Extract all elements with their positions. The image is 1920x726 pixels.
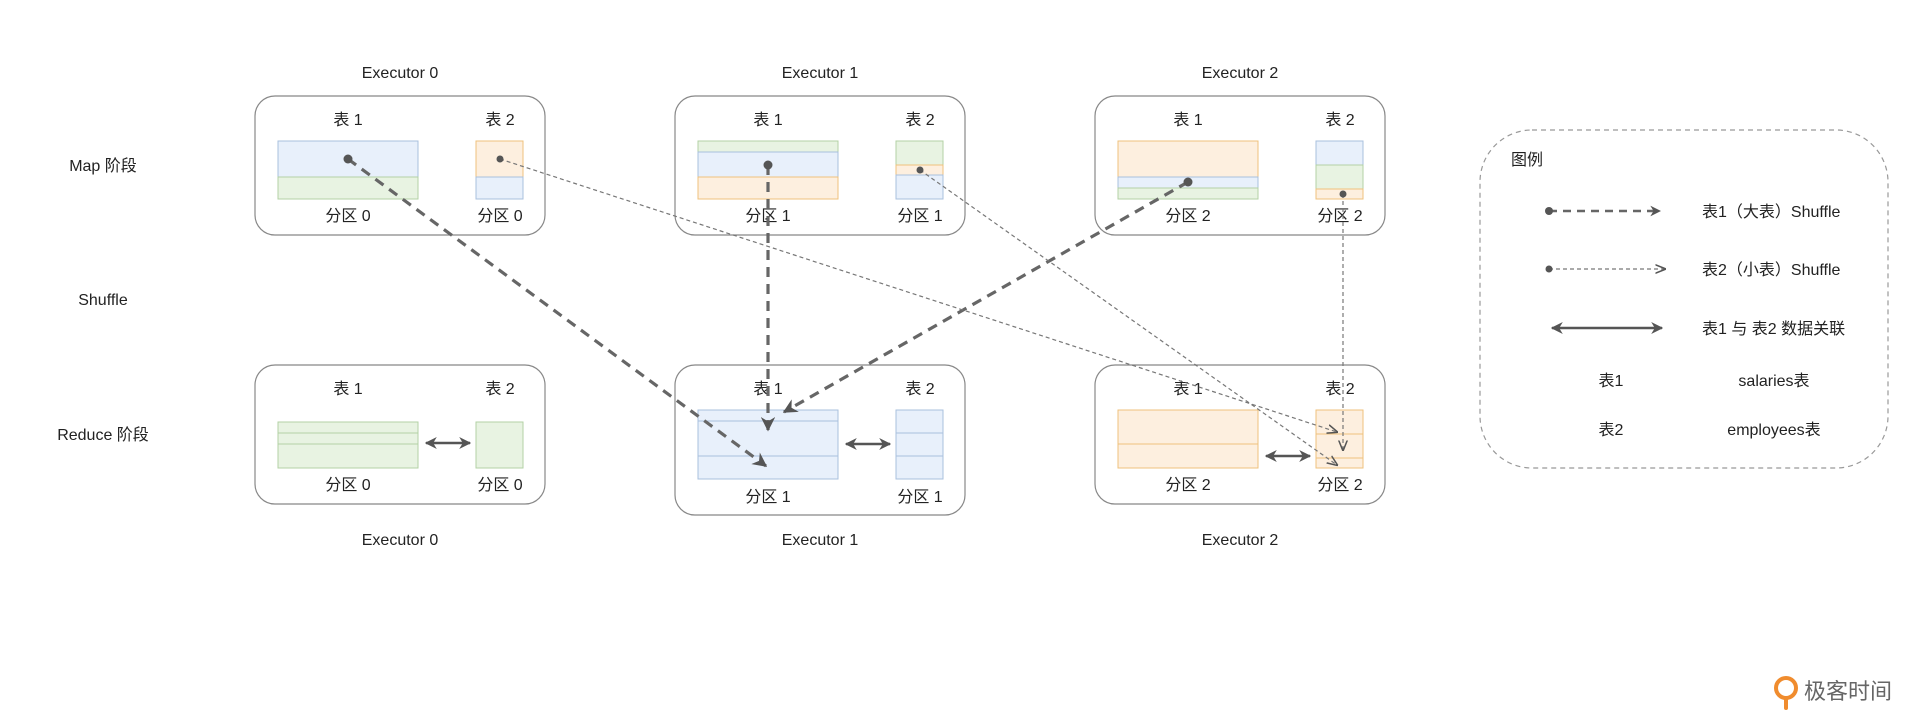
reduce-ex0-t2-partition: 分区 0	[477, 476, 522, 494]
executor-0-bottom-label: Executor 0	[362, 532, 439, 549]
reduce-executor-1-box	[674, 364, 966, 516]
legend-t1-key: 表1	[1599, 372, 1624, 390]
map-ex0-table1	[277, 140, 419, 200]
shuffle-small-arrows	[496, 155, 1347, 466]
reduce-ex1-table2	[895, 409, 944, 480]
reduce-ex2-t2-partition: 分区 2	[1317, 476, 1362, 494]
map-ex2-t1-partition: 分区 2	[1165, 207, 1210, 225]
reduce-ex2-table1	[1117, 409, 1259, 469]
reduce-executor-2-box	[1094, 364, 1386, 505]
shuffle-stage-label: Shuffle	[78, 292, 128, 309]
brand-text: 极客时间	[1804, 679, 1892, 704]
reduce-ex0-table1	[277, 421, 419, 469]
executor-2-top-label: Executor 2	[1202, 65, 1279, 82]
reduce-ex0-t1-header: 表 1	[333, 380, 362, 398]
map-executor-2-box	[1094, 95, 1386, 236]
shuffle-t2-ex0-origin-dot	[496, 155, 504, 163]
reduce-ex2-table2	[1315, 409, 1364, 469]
map-executor-1-box	[674, 95, 966, 236]
reduce-ex1-t2-partition: 分区 1	[897, 488, 942, 506]
reduce-ex0-t1-partition: 分区 0	[325, 476, 370, 494]
legend-big-shuffle-label: 表1（大表）Shuffle	[1702, 203, 1841, 221]
brand-watermark: 极客时间	[1774, 676, 1892, 710]
map-ex1-t2-header: 表 2	[905, 111, 934, 129]
map-ex0-t1-partition: 分区 0	[325, 207, 370, 225]
reduce-ex1-t1-partition: 分区 1	[745, 488, 790, 506]
map-ex2-t1-header: 表 1	[1173, 111, 1202, 129]
legend-big-shuffle-dot	[1545, 207, 1553, 215]
shuffle-big-arrows	[343, 154, 1193, 468]
executor-0-top-label: Executor 0	[362, 65, 439, 82]
executor-1-top-label: Executor 1	[782, 65, 859, 82]
shuffle-t2-ex1-to-ex2	[919, 169, 1337, 465]
map-ex2-table2	[1315, 140, 1364, 200]
legend-t2-key: 表2	[1599, 421, 1624, 439]
executor-1-bottom-label: Executor 1	[782, 532, 859, 549]
shuffle-t1-ex0-to-ex1	[347, 157, 768, 468]
legend-t2-value: employees表	[1727, 421, 1820, 439]
map-ex1-t2-partition: 分区 1	[897, 207, 942, 225]
reduce-ex2-t1-header: 表 1	[1173, 380, 1202, 398]
map-ex2-t2-partition: 分区 2	[1317, 207, 1362, 225]
legend-join-label: 表1 与 表2 数据关联	[1702, 320, 1845, 338]
map-ex2-table1	[1117, 140, 1259, 200]
reduce-ex2-t2-header: 表 2	[1325, 380, 1354, 398]
reduce-ex0-table2	[475, 421, 524, 469]
shuffle-t1-ex1-origin-dot	[763, 160, 773, 170]
reduce-ex0-t2-header: 表 2	[485, 380, 514, 398]
executor-2-bottom-label: Executor 2	[1202, 532, 1279, 549]
map-ex0-t2-header: 表 2	[485, 111, 514, 129]
reduce-executor-0-box	[254, 364, 546, 505]
shuffle-t1-ex2-origin-dot	[1183, 177, 1193, 187]
map-ex2-t2-header: 表 2	[1325, 111, 1354, 129]
legend-small-shuffle-dot	[1545, 265, 1553, 273]
legend-small-shuffle-label: 表2（小表）Shuffle	[1702, 261, 1841, 279]
map-ex0-table2	[475, 140, 524, 200]
map-ex1-t1-header: 表 1	[753, 111, 782, 129]
legend: 图例 表1（大表）Shuffle 表2（小表）Shuffle 表1 与 表2 数…	[1479, 129, 1889, 469]
reduce-ex2-t1-partition: 分区 2	[1165, 476, 1210, 494]
map-executor-0-box	[254, 95, 546, 236]
map-stage-label: Map 阶段	[69, 157, 137, 175]
reduce-stage-label: Reduce 阶段	[57, 426, 149, 444]
legend-t1-value: salaries表	[1738, 372, 1809, 390]
shuffle-t2-ex1-origin-dot	[916, 166, 924, 174]
map-ex0-t2-partition: 分区 0	[477, 207, 522, 225]
legend-title: 图例	[1511, 151, 1543, 169]
reduce-ex1-t2-header: 表 2	[905, 380, 934, 398]
brand-logo-icon	[1774, 676, 1798, 710]
shuffle-t2-ex2-origin-dot	[1339, 190, 1347, 198]
map-ex0-t1-header: 表 1	[333, 111, 362, 129]
shuffle-t1-ex2-to-ex1	[782, 180, 1189, 414]
shuffle-t1-ex0-origin-dot	[343, 154, 353, 164]
legend-frame	[1479, 129, 1889, 469]
